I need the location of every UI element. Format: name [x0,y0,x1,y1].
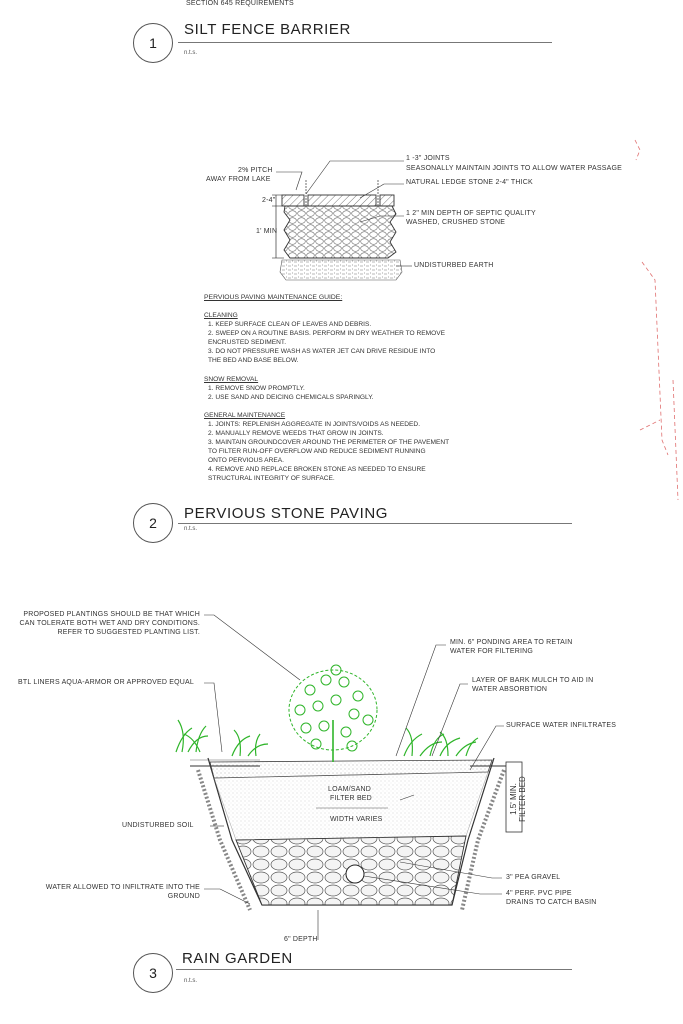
plantings-line: CAN TOLERATE BOTH WET AND DRY CONDITIONS… [19,620,200,627]
title-rule-1 [178,42,552,43]
redline-marks [634,139,679,501]
label-septic-2: WASHED, CRUSHED STONE [406,219,506,226]
label-joints-2: SEASONALLY MAINTAIN JOINTS TO ALLOW WATE… [406,165,622,172]
detail-title-1: SILT FENCE BARRIER [184,21,351,38]
label-min-filter: 1.5' MIN. FILTER BED [509,764,527,834]
crushed-stone-bed [283,205,397,259]
label-ledge: NATURAL LEDGE STONE 2-4" THICK [406,179,533,186]
label-pipe: 4" PERF. PVC PIPE [506,890,572,897]
general-item: ONTO PERVIOUS AREA. [208,457,284,464]
detail-number-2: 2 [133,503,173,543]
cleaning-item: 2. SWEEP ON A ROUTINE BASIS. PERFORM IN … [208,330,446,337]
dim-1-min: 1' MIN [256,228,278,235]
label-filter-bed: LOAM/SAND [328,786,372,793]
water-line: GROUND [167,893,200,900]
label-pitch-2: AWAY FROM LAKE [206,176,271,183]
label-pitch: 2% PITCH [238,167,273,174]
label-ponding-2: WATER FOR FILTERING [450,648,534,655]
title-rule-2 [178,523,572,524]
general-heading: GENERAL MAINTENANCE [204,412,286,419]
label-ponding: MIN. 6" PONDING AREA TO RETAIN [450,639,573,646]
detail-number-3: 3 [133,953,173,993]
label-earth: UNDISTURBED EARTH [414,262,494,269]
cleaning-item: ENCRUSTED SEDIMENT. [208,339,287,346]
ledge-stone-center [307,194,377,207]
detail-title-3: RAIN GARDEN [182,950,293,967]
general-item: 2. MANUALLY REMOVE WEEDS THAT GROW IN JO… [208,430,384,437]
scale-note-3: n.t.s. [184,978,198,984]
label-plantings: PROPOSED PLANTINGS SHOULD BE THAT WHICH … [10,610,200,637]
label-depth: 6" DEPTH [284,936,318,943]
section-reference: SECTION 645 REQUIREMENTS [186,0,294,7]
cleaning-item: THE BED AND BASE BELOW. [208,357,299,364]
cleaning-item: 3. DO NOT PRESSURE WASH AS WATER JET CAN… [208,348,436,355]
label-pipe-2: DRAINS TO CATCH BASIN [506,899,597,906]
ledge-stone-left [281,194,305,207]
water-line: WATER ALLOWED TO INFILTRATE INTO THE [45,884,200,891]
cleaning-heading: CLEANING [204,312,238,319]
snow-heading: SNOW REMOVAL [204,376,259,383]
cleaning-item: 1. KEEP SURFACE CLEAN OF LEAVES AND DEBR… [208,321,372,328]
guide-title: PERVIOUS PAVING MAINTENANCE GUIDE: [204,294,343,301]
rain-garden-drawing [175,614,523,940]
general-item: 1. JOINTS: REPLENISH AGGREGATE IN JOINTS… [208,421,421,428]
dim-2-4: 2-4" [262,197,276,204]
detail-number-1: 1 [133,23,173,63]
scale-note-2: n.t.s. [184,526,198,532]
scale-note-1: n.t.s. [184,50,198,56]
general-item: 4. REMOVE AND REPLACE BROKEN STONE AS NE… [208,466,426,473]
shrub-planting [288,664,378,752]
title-rule-3 [176,969,572,970]
label-mulch: LAYER OF BARK MULCH TO AID IN [472,677,594,684]
label-btl-liners: BTL LINERS AQUA-ARMOR OR APPROVED EQUAL [18,679,194,686]
snow-item: 1. REMOVE SNOW PROMPTLY. [208,385,305,392]
label-joints: 1 -3" JOINTS [406,155,450,162]
general-item: TO FILTER RUN-OFF OVERFLOW AND REDUCE SE… [208,448,426,455]
min-filter-line: 1.5' MIN. [509,783,518,815]
plantings-line: REFER TO SUGGESTED PLANTING LIST. [57,629,200,636]
detail-title-2: PERVIOUS STONE PAVING [184,505,389,522]
label-soil: UNDISTURBED SOIL [122,822,194,829]
label-gravel: 3" PEA GRAVEL [506,874,561,881]
ledge-stone-right [379,194,395,207]
paving-section-drawing [272,160,412,281]
label-septic: 1 2" MIN DEPTH OF SEPTIC QUALITY [406,210,536,217]
label-infiltrates: SURFACE WATER INFILTRATES [506,722,617,729]
general-item: 3. MAINTAIN GROUNDCOVER AROUND THE PERIM… [208,439,450,446]
general-item: STRUCTURAL INTEGRITY OF SURFACE. [208,475,335,482]
snow-item: 2. USE SAND AND DEICING CHEMICALS SPARIN… [208,394,374,401]
plantings-line: PROPOSED PLANTINGS SHOULD BE THAT WHICH [23,611,200,618]
label-width: WIDTH VARIES [330,816,383,823]
label-mulch-2: WATER ABSORBTION [472,686,548,693]
undisturbed-earth [279,259,403,281]
perforated-pipe [345,864,365,884]
label-filter-bed-2: FILTER BED [330,795,372,802]
label-water: WATER ALLOWED TO INFILTRATE INTO THE GRO… [20,883,200,901]
min-filter-line: FILTER BED [518,776,527,822]
filter-bed [213,771,489,841]
grass-clumps [175,719,479,757]
